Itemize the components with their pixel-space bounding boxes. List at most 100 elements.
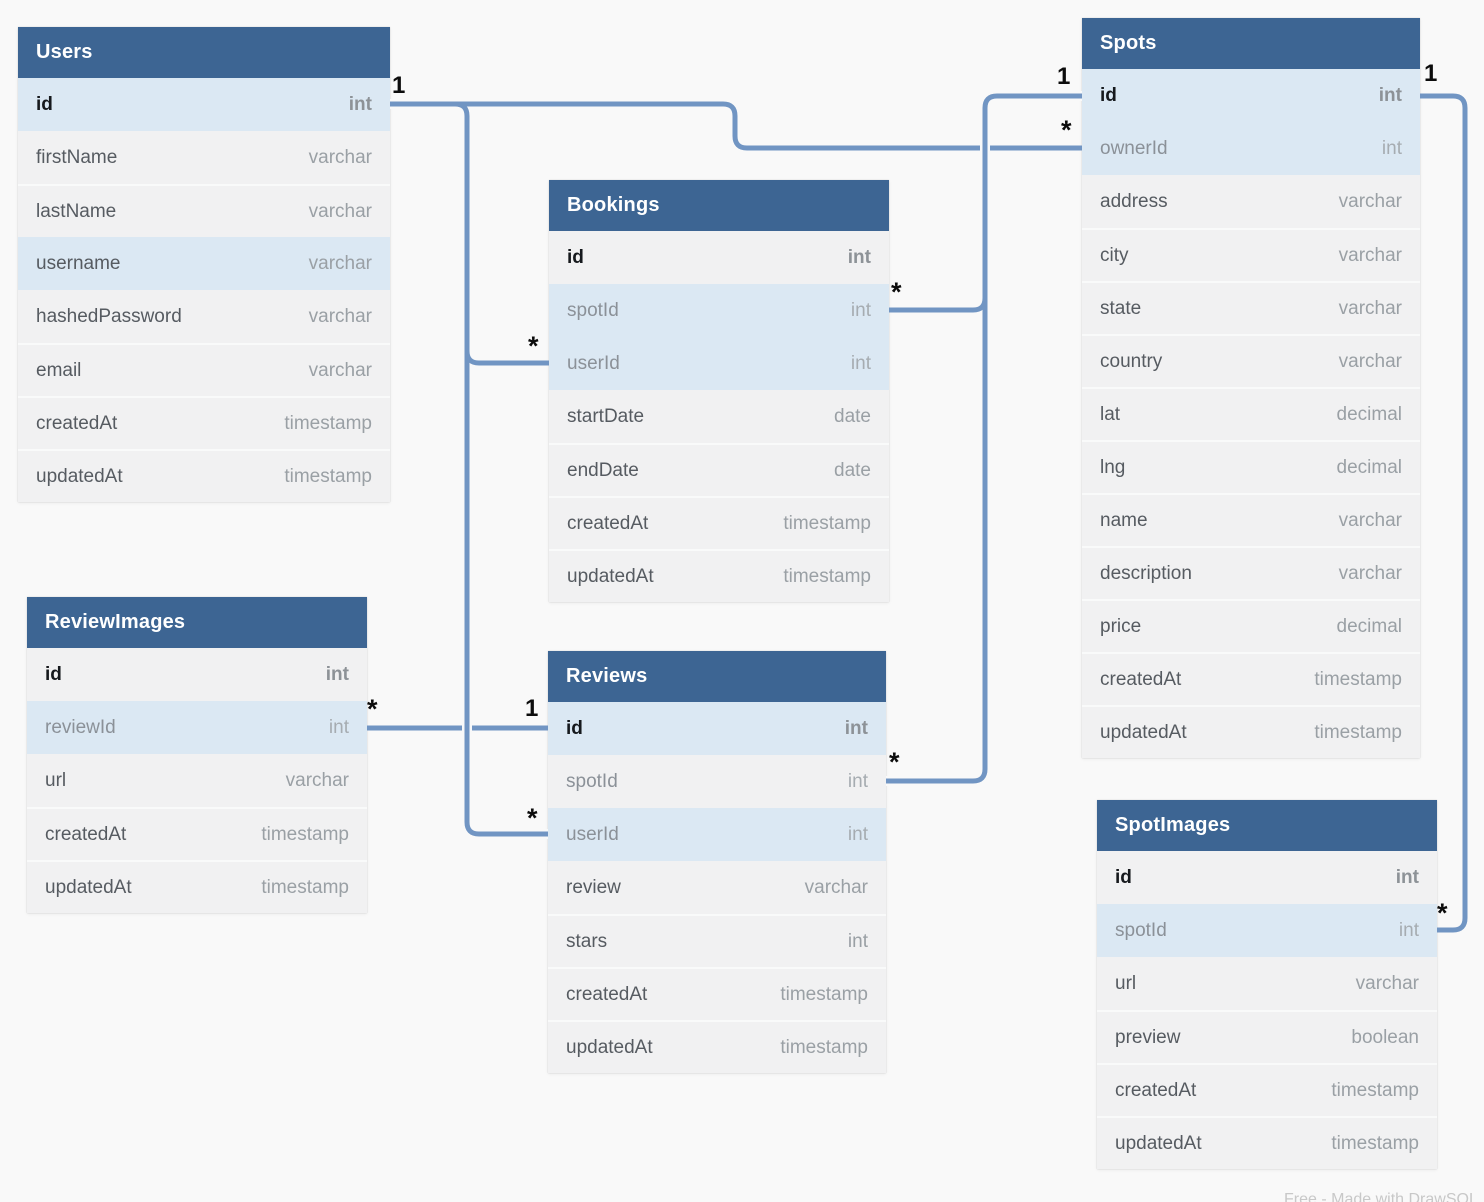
field-type: int [325,663,349,685]
field-name: email [36,359,82,381]
table-header-spotimages[interactable]: SpotImages [1097,800,1437,851]
field-name: id [567,246,584,268]
field-type: timestamp [780,1036,868,1058]
field-type: varchar [804,876,868,898]
field-row-users-updatedat[interactable]: updatedAt timestamp [18,449,390,502]
relationship-line-bookings-spots [889,285,988,313]
field-name: description [1100,562,1192,584]
field-name: createdAt [1100,668,1182,690]
field-name: hashedPassword [36,305,182,327]
field-name: createdAt [567,512,649,534]
field-type: varchar [308,305,372,327]
field-type: int [850,299,871,321]
field-name: username [36,252,121,274]
field-type: varchar [308,146,372,168]
field-name: id [566,717,583,739]
relationship-line-halo [886,91,1082,786]
field-name: country [1100,350,1163,372]
field-name: updatedAt [1115,1132,1202,1154]
field-name: startDate [567,405,645,427]
cardinality-label-many: * [527,803,538,833]
field-type: varchar [1338,509,1402,531]
field-name: createdAt [1115,1079,1197,1101]
field-name: spotId [1115,919,1167,941]
field-row-users-hashedpassword[interactable]: hashedPassword varchar [18,290,390,343]
field-name: stars [566,930,608,952]
field-row-bookings-startdate[interactable]: startDate date [549,390,889,443]
field-name: createdAt [45,823,127,845]
field-name: userId [567,352,620,374]
table-header-reviewimages[interactable]: ReviewImages [27,597,367,648]
field-row-users-email[interactable]: email varchar [18,343,390,396]
field-type: date [834,405,871,427]
field-type: int [847,770,868,792]
field-name: lng [1100,456,1126,478]
field-type: varchar [1338,562,1402,584]
field-name: updatedAt [36,465,123,487]
table-header-users[interactable]: Users [18,27,390,78]
field-row-users-username[interactable]: username varchar [18,237,390,290]
table-header-spots[interactable]: Spots [1082,18,1420,69]
field-row-spots-description[interactable]: description varchar [1082,546,1420,599]
field-type: decimal [1336,403,1402,425]
field-name: preview [1115,1026,1181,1048]
table-header-bookings[interactable]: Bookings [549,180,889,231]
field-row-reviewimages-createdat[interactable]: createdAt timestamp [27,807,367,860]
field-type: timestamp [261,823,349,845]
cardinality-label-one: 1 [1057,63,1071,90]
table-header-reviews[interactable]: Reviews [548,651,886,702]
field-type: timestamp [284,465,372,487]
cardinality-label-many: * [367,694,378,724]
field-name: updatedAt [45,876,132,898]
field-type: varchar [308,252,372,274]
field-name: createdAt [566,983,648,1005]
field-type: varchar [308,359,372,381]
